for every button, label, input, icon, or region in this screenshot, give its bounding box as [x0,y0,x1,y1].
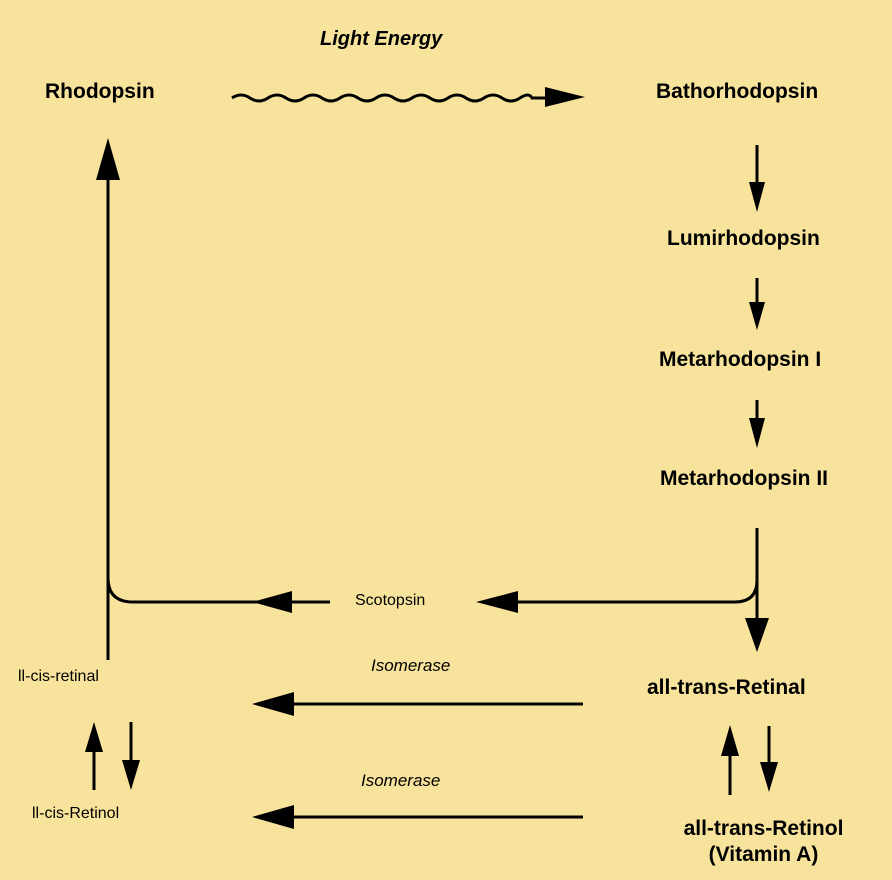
trans-up-arrowhead [721,725,739,756]
cis-retinol-label: ll-cis-Retinol [32,805,120,822]
cis-retinal-label: ll-cis-retinal [18,668,99,685]
scotopsin-arrowhead [476,591,518,613]
return-corner-line [106,577,280,604]
meta1-arrowhead [749,302,765,330]
isomerase-top-label: Isomerase [371,656,451,675]
isomerase-bottom-arrowhead [252,805,294,829]
cis-up-arrowhead [85,722,103,752]
trans-down-arrowhead [760,762,778,792]
rhodopsin-label: Rhodopsin [45,80,155,103]
lumirhodopsin-arrowhead [749,182,765,212]
scotopsin-label: Scotopsin [355,592,426,609]
isomerase-top-arrowhead [252,692,294,716]
lumirhodopsin-label: Lumirhodopsin [667,227,820,250]
rhodopsin-arrowhead [96,138,120,180]
cis-down-arrowhead [122,760,140,790]
light-energy-label: Light Energy [320,28,443,50]
retinal-arrowhead [745,618,769,652]
all-trans-retinal-label: all-trans-Retinal [647,676,806,699]
meta2-arrowhead [749,418,765,448]
all-trans-retinol-text: all-trans-Retinol [683,817,844,840]
light-energy-arrowhead [545,87,585,107]
light-energy-arrow-line [231,93,550,103]
metarhodopsin-1-label: Metarhodopsin I [659,348,822,371]
all-trans-retinol-label: all-trans-Retinol (Vitamin A) [668,817,859,867]
bathorhodopsin-label: Bathorhodopsin [656,80,819,103]
vitamin-a-text: (Vitamin A) [708,843,819,866]
meta2-to-scotopsin-line [510,579,759,604]
metarhodopsin-2-label: Metarhodopsin II [660,467,828,490]
isomerase-bottom-label: Isomerase [361,771,441,790]
return-arrowhead [252,591,292,613]
